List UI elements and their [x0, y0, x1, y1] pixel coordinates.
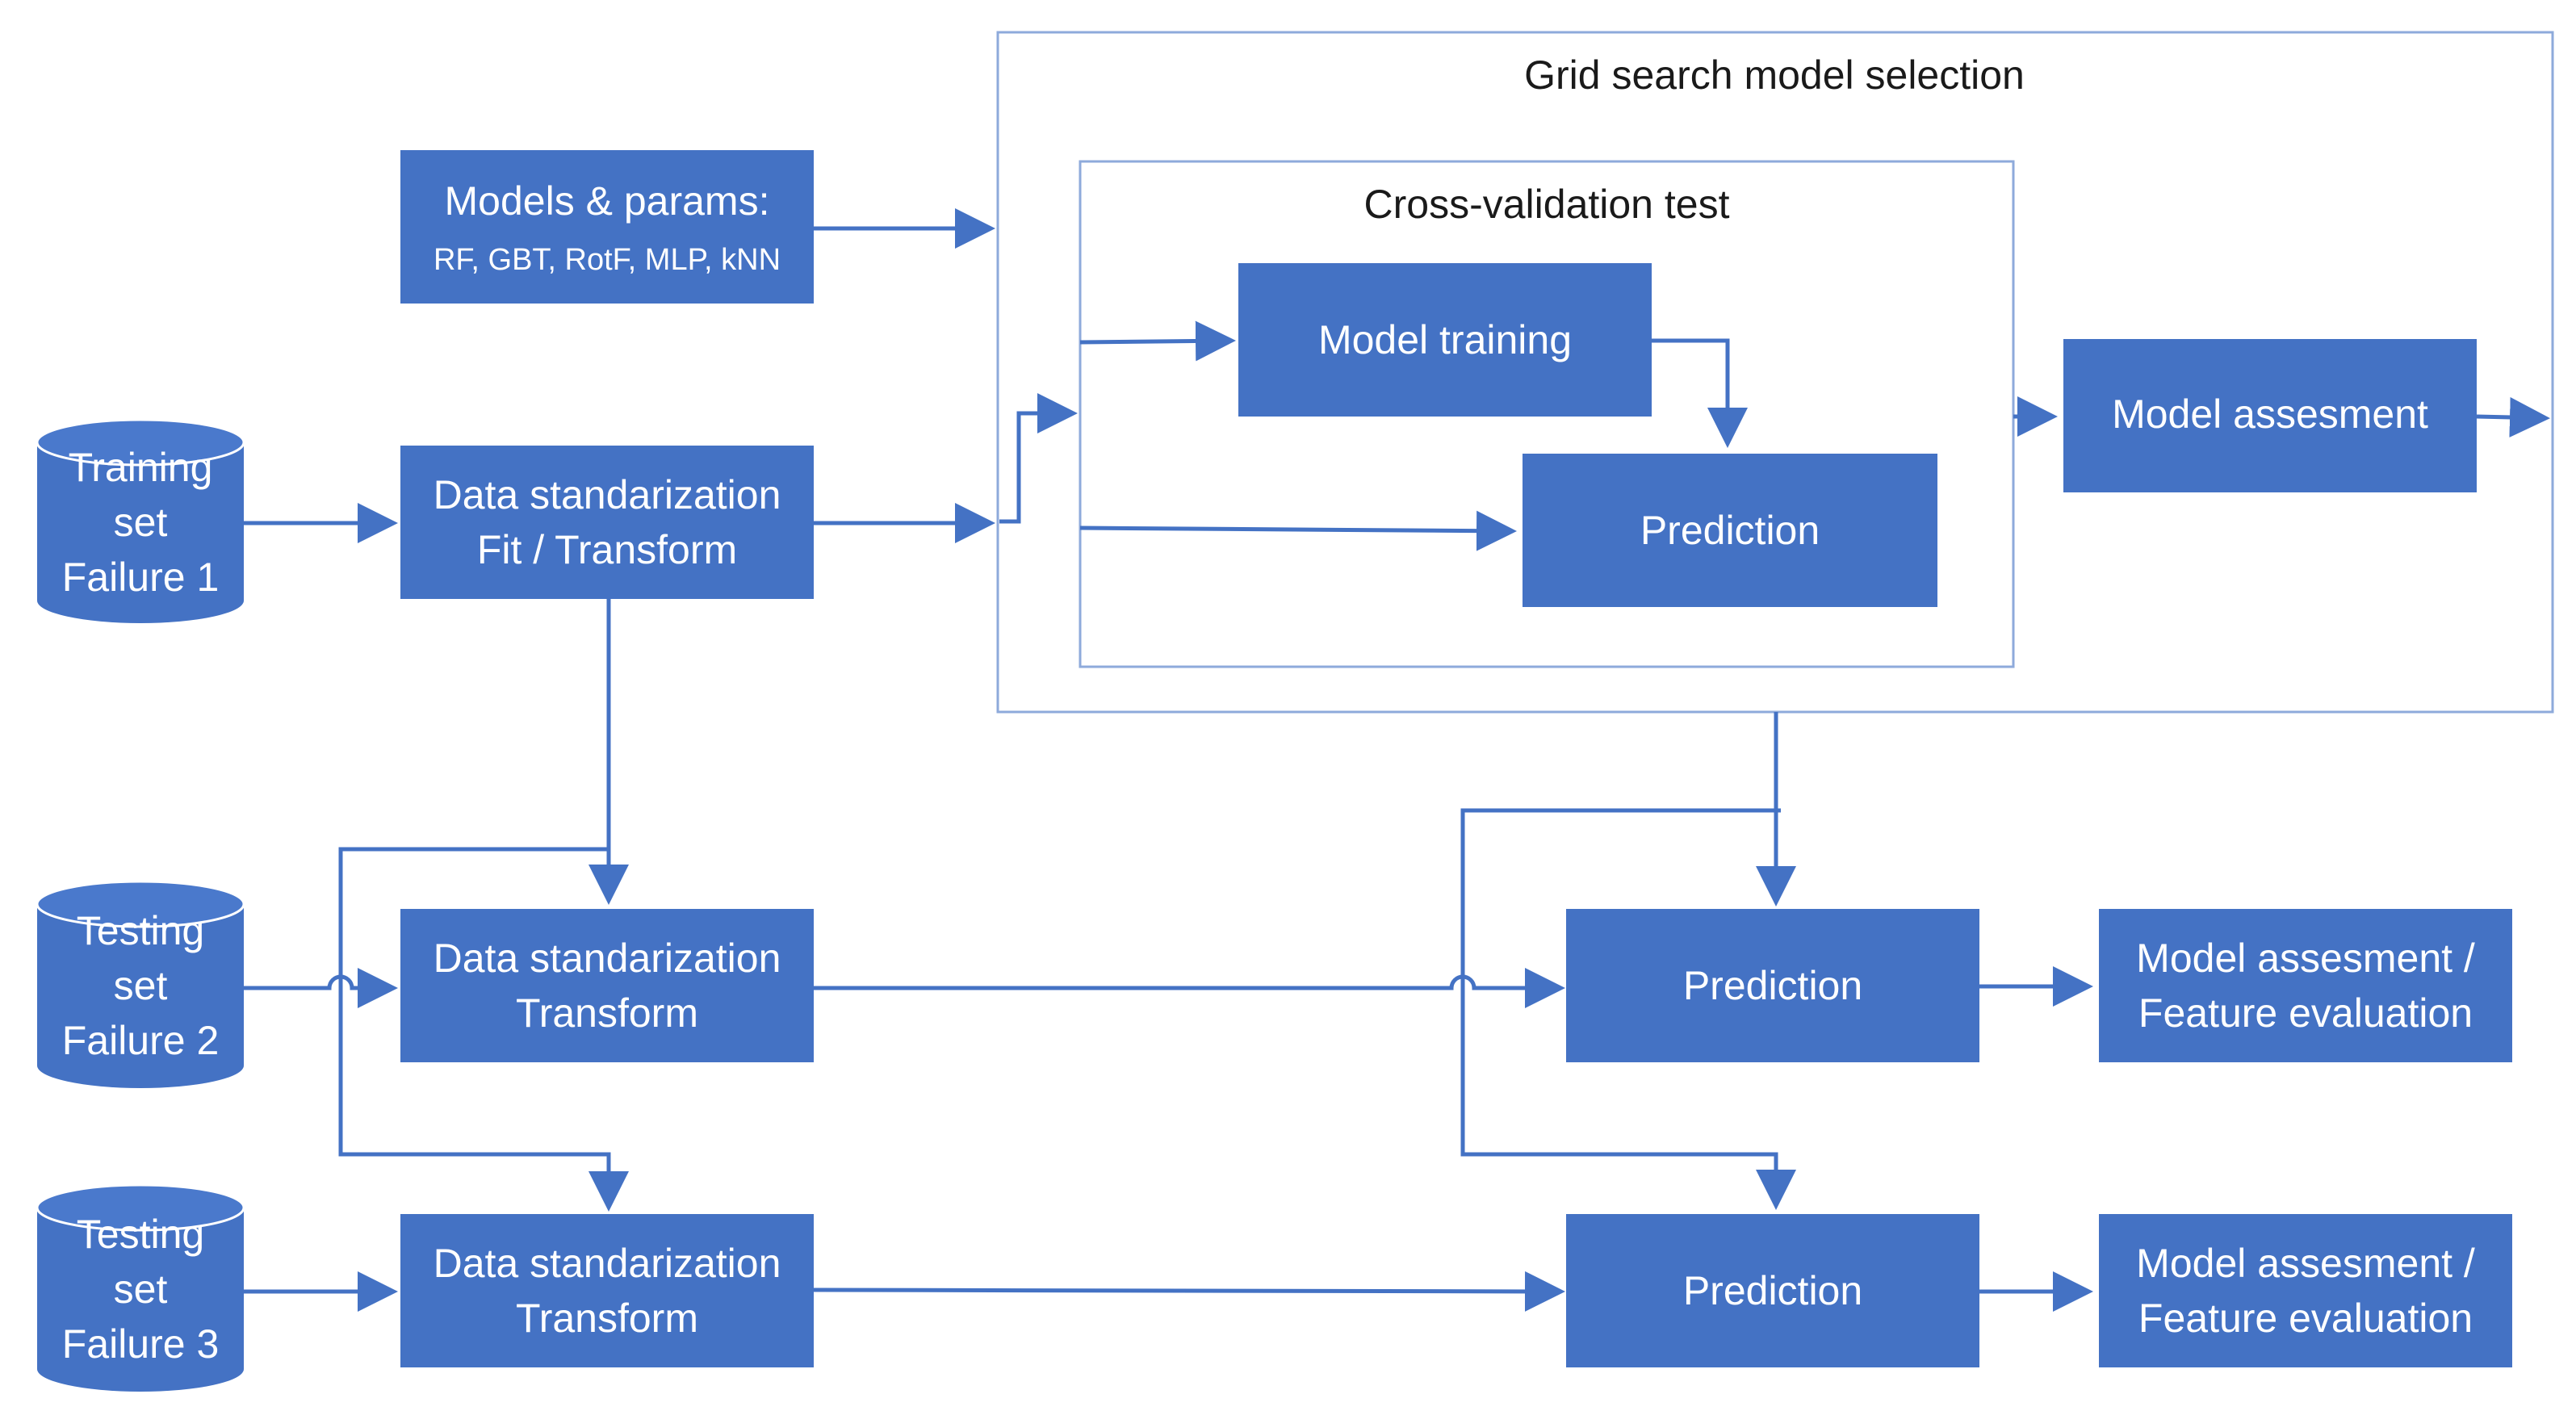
models-params-title: Models & params: — [445, 178, 770, 224]
std-fit-transform-box: Data standarization Fit / Transform — [400, 446, 814, 599]
prediction-2-label: Prediction — [1683, 963, 1862, 1008]
testing-set-3-line-1: Testing — [77, 1212, 204, 1257]
arrow-cv-to-prediction — [1079, 510, 1517, 551]
connectors — [244, 208, 2550, 1312]
arrow-training-to-prediction — [1652, 338, 1748, 448]
arrow-std-to-transform-3 — [338, 847, 629, 1212]
eval-2-line-1: Model assesment / — [2136, 936, 2475, 981]
std-transform-3-box: Data standarization Transform — [400, 1214, 814, 1367]
testing-set-2-line-1: Testing — [77, 908, 204, 953]
testing-set-3-line-3: Failure 3 — [62, 1321, 220, 1367]
testing-set-3-line-2: set — [114, 1267, 168, 1312]
prediction-2-box: Prediction — [1566, 909, 1979, 1062]
std-transform-3-line-1: Data standarization — [434, 1241, 781, 1286]
cross-validation-frame — [1079, 160, 2015, 668]
training-set-line-2: set — [114, 500, 168, 545]
arrow-cv-to-training — [1079, 320, 1236, 362]
testing-set-3-cylinder: Testing set Failure 3 — [36, 1183, 245, 1392]
arrow-testing2-to-std — [244, 968, 398, 1008]
std-transform-2-box: Data standarization Transform — [400, 909, 814, 1062]
std-transform-2-line-2: Transform — [516, 990, 698, 1036]
prediction-3-box: Prediction — [1566, 1214, 1979, 1367]
cv-prediction-box: Prediction — [1523, 454, 1937, 607]
testing-set-2-line-3: Failure 2 — [62, 1018, 220, 1063]
models-params-box: Models & params: RF, GBT, RotF, MLP, kNN — [400, 150, 814, 304]
cv-prediction-label: Prediction — [1640, 508, 1820, 553]
model-assesment-label: Model assesment — [2112, 391, 2428, 437]
eval-3-box: Model assesment / Feature evaluation — [2099, 1214, 2512, 1367]
training-set-line-3: Failure 1 — [62, 555, 220, 600]
model-training-label: Model training — [1318, 317, 1572, 362]
std-fit-line-1: Data standarization — [434, 472, 781, 517]
cross-validation-label: Cross-validation test — [1364, 182, 1730, 227]
eval-3-line-2: Feature evaluation — [2138, 1296, 2473, 1341]
prediction-3-label: Prediction — [1683, 1268, 1862, 1313]
arrow-grid-to-cv — [999, 393, 1078, 524]
testing-set-2-line-2: set — [114, 963, 168, 1008]
models-params-list: RF, GBT, RotF, MLP, kNN — [434, 243, 781, 277]
std-fit-line-2: Fit / Transform — [477, 527, 737, 572]
training-set-cylinder: Training set Failure 1 — [36, 418, 245, 623]
eval-2-line-2: Feature evaluation — [2138, 990, 2473, 1036]
arrow-std2-to-prediction — [814, 968, 1565, 1008]
arrow-grid-to-prediction-3 — [1460, 808, 1796, 1210]
model-assesment-box: Model assesment — [2063, 339, 2477, 492]
grid-search-label: Grid search model selection — [1524, 52, 2025, 98]
eval-2-box: Model assesment / Feature evaluation — [2099, 909, 2512, 1062]
std-transform-3-line-2: Transform — [516, 1296, 698, 1341]
training-set-line-1: Training — [69, 445, 213, 490]
testing-set-2-cylinder: Testing set Failure 2 — [36, 880, 245, 1088]
std-transform-2-line-1: Data standarization — [434, 936, 781, 981]
arrow-assesment-out — [2476, 396, 2550, 438]
eval-3-line-1: Model assesment / — [2136, 1241, 2475, 1286]
model-training-box: Model training — [1238, 263, 1652, 417]
arrow-std3-to-prediction — [813, 1271, 1565, 1312]
